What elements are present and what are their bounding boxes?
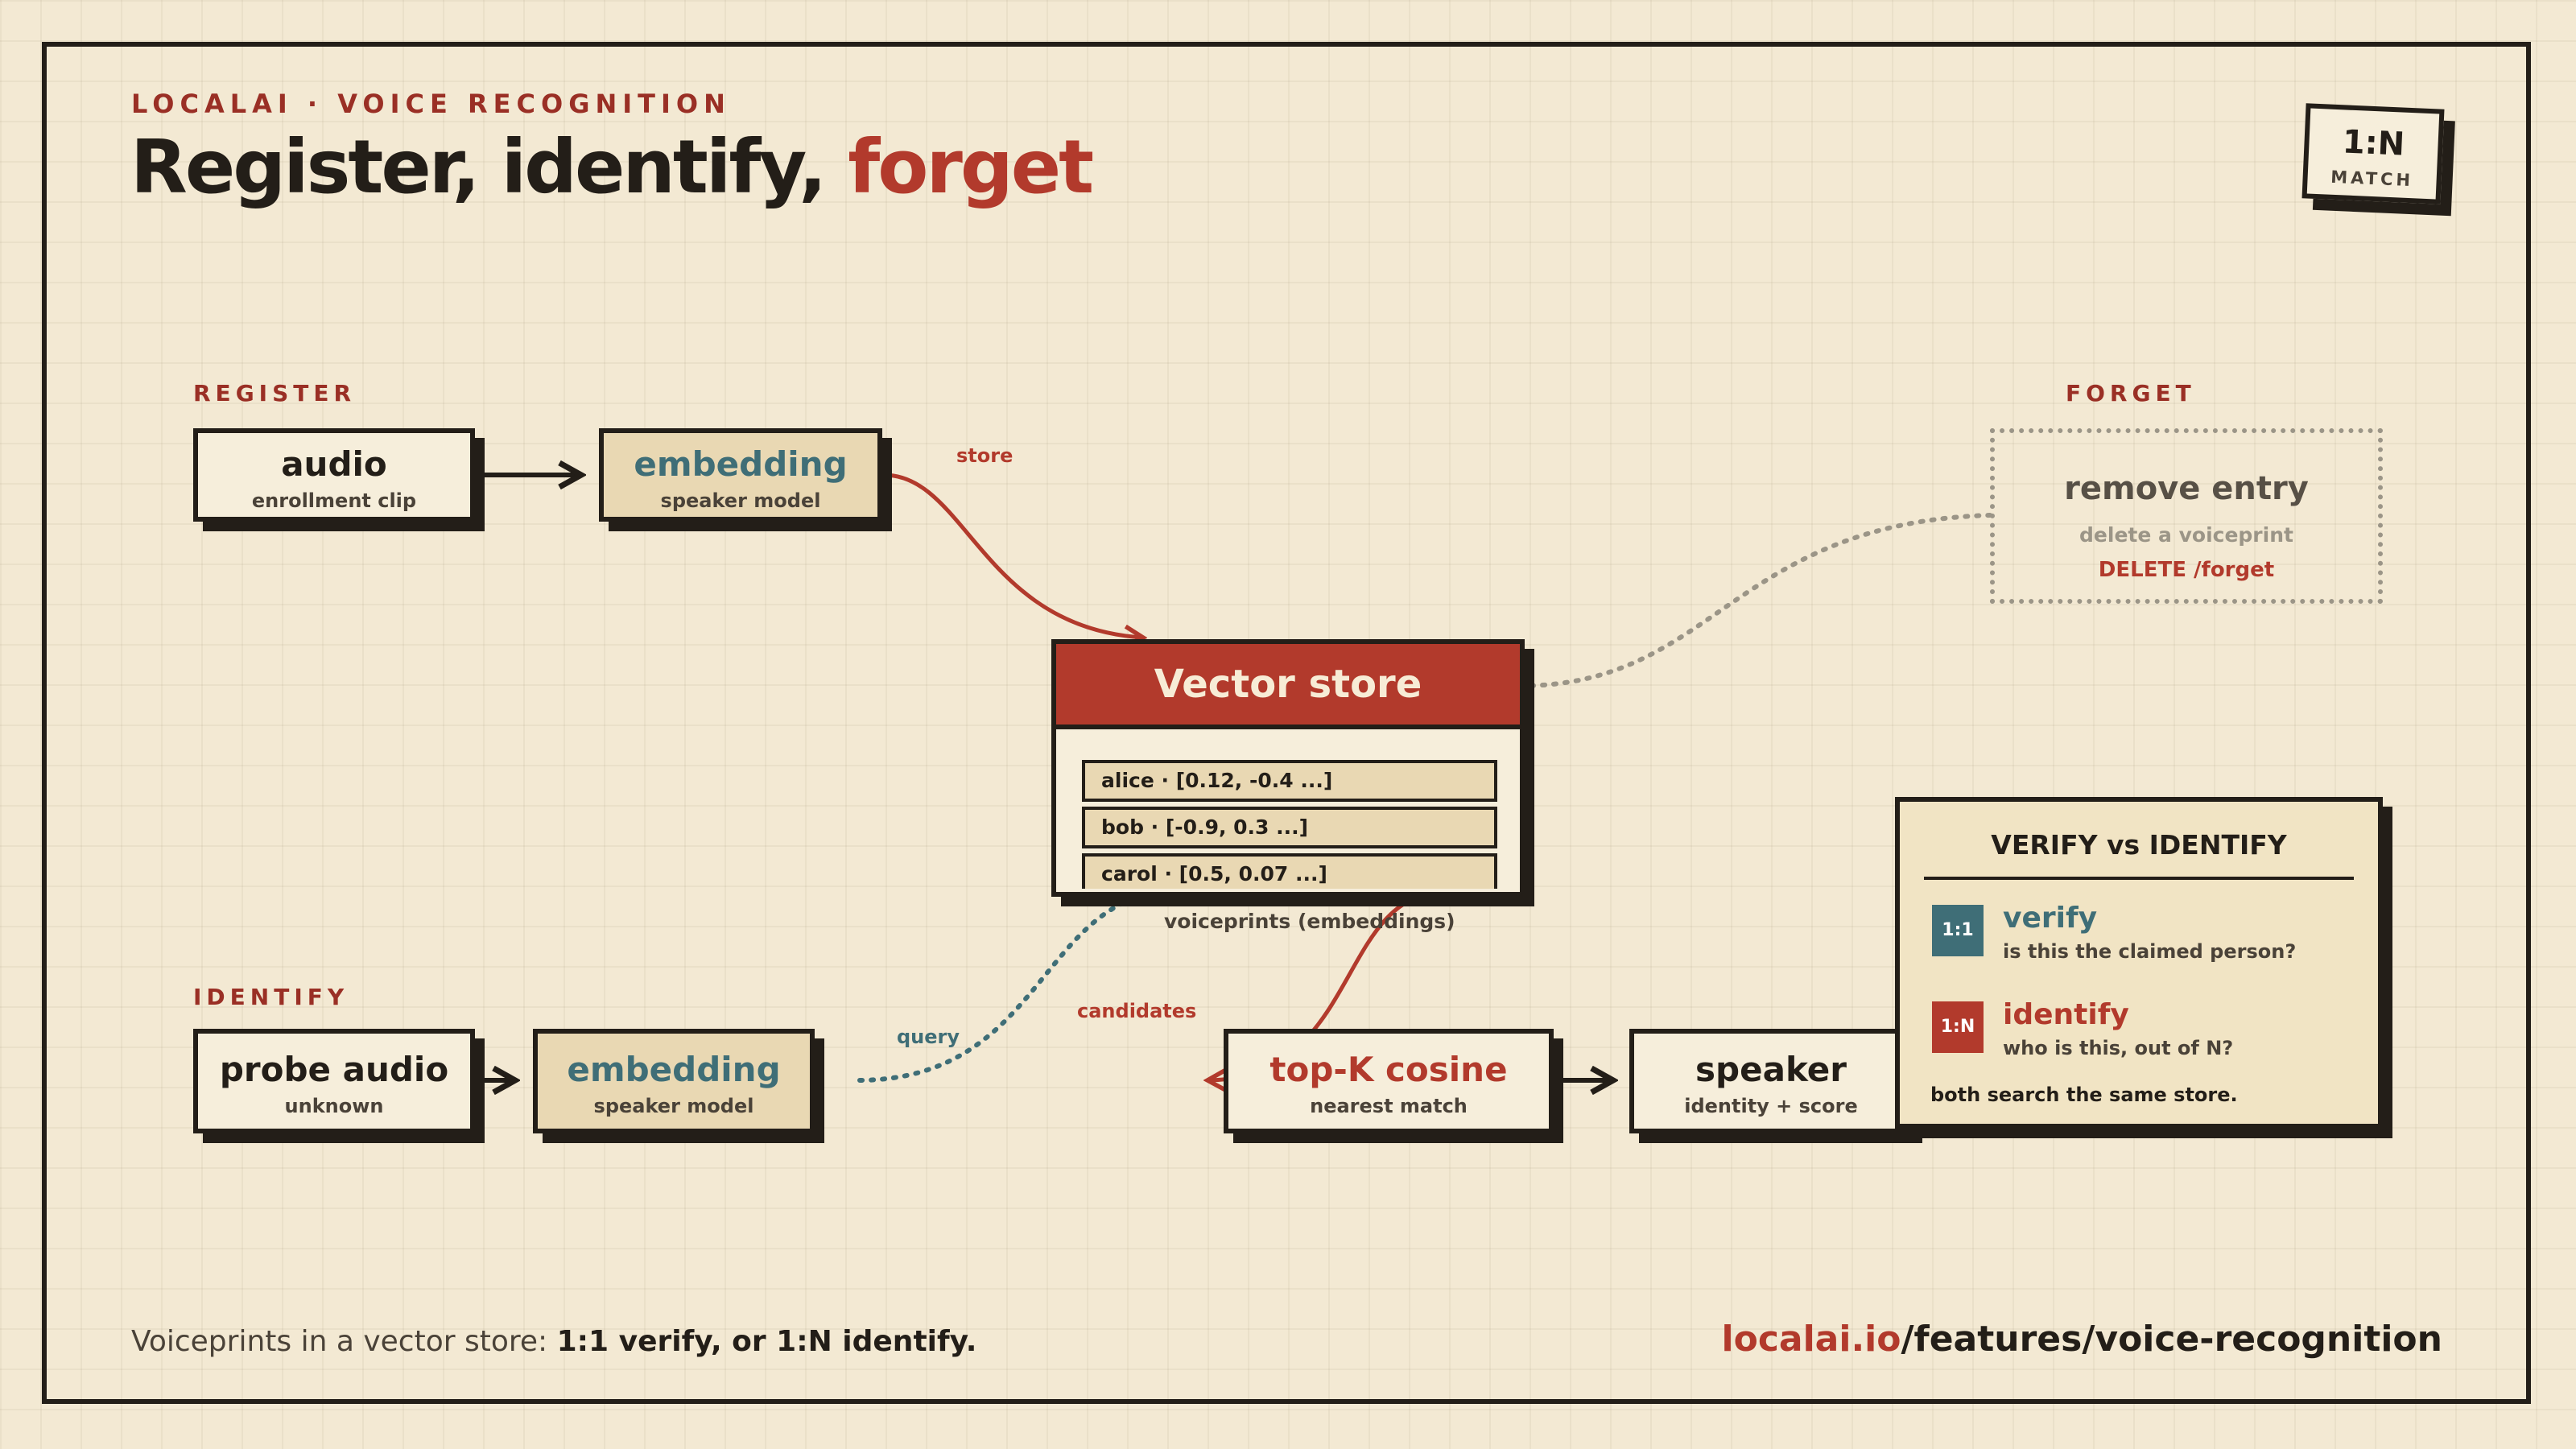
outer-frame xyxy=(42,42,2531,1404)
legend-verify-desc: is this the claimed person? xyxy=(2003,940,2297,963)
topk-title: top-K cosine xyxy=(1269,1050,1508,1089)
register-audio-sub: enrollment clip xyxy=(251,489,417,512)
title-main: Register, identify, xyxy=(130,124,827,210)
store-caption: voiceprints (embeddings) xyxy=(1164,910,1455,933)
identify-embedding-node: embedding speaker model xyxy=(533,1029,815,1133)
arrow-forget xyxy=(1517,513,1992,688)
title-accent: forget xyxy=(848,124,1094,210)
footer-url-domain: localai.io xyxy=(1721,1319,1901,1360)
legend-identify-tag: 1:N xyxy=(1932,1001,1984,1053)
store-row: carol · [0.5, 0.07 ...] xyxy=(1082,853,1497,889)
forget-title: remove entry xyxy=(2064,470,2309,507)
register-embedding-sub: speaker model xyxy=(660,489,821,512)
forget-label: FORGET xyxy=(2066,380,2196,407)
identify-embedding-sub: speaker model xyxy=(593,1095,754,1117)
identify-label: IDENTIFY xyxy=(193,984,349,1010)
footer-url[interactable]: localai.io/features/voice-recognition xyxy=(1722,1319,2442,1360)
candidates-edge-label: candidates xyxy=(1077,1000,1197,1022)
legend-title: VERIFY vs IDENTIFY xyxy=(1991,829,2287,861)
footer-tagline: Voiceprints in a vector store: 1:1 verif… xyxy=(131,1325,977,1358)
arrow-store xyxy=(883,473,1143,638)
register-audio-title: audio xyxy=(281,444,387,484)
register-embedding-title: embedding xyxy=(634,444,848,484)
store-edge-label: store xyxy=(956,444,1013,467)
topk-sub: nearest match xyxy=(1310,1095,1468,1117)
probe-audio-sub: unknown xyxy=(284,1095,384,1117)
probe-audio-title: probe audio xyxy=(219,1050,449,1089)
vector-store-title: Vector store xyxy=(1056,644,1520,729)
identify-embedding-title: embedding xyxy=(567,1050,781,1089)
footer-tagline-plain: Voiceprints in a vector store: xyxy=(131,1325,557,1358)
legend-divider xyxy=(1924,877,2354,880)
arrow-query xyxy=(857,890,1177,1083)
store-row: alice · [0.12, -0.4 ...] xyxy=(1082,760,1497,802)
topk-node: top-K cosine nearest match xyxy=(1224,1029,1554,1133)
register-audio-node: audio enrollment clip xyxy=(193,428,475,522)
vector-store: Vector store alice · [0.12, -0.4 ...] bo… xyxy=(1051,639,1525,897)
verify-identify-legend: VERIFY vs IDENTIFY 1:1 verify is this th… xyxy=(1895,797,2383,1129)
probe-audio-node: probe audio unknown xyxy=(193,1029,475,1133)
legend-identify-desc: who is this, out of N? xyxy=(2003,1037,2234,1059)
store-row: bob · [-0.9, 0.3 ...] xyxy=(1082,807,1497,848)
footer-tagline-bold: 1:1 verify, or 1:N identify. xyxy=(556,1325,977,1358)
legend-verify-tag: 1:1 xyxy=(1932,905,1984,956)
register-embedding-node: embedding speaker model xyxy=(599,428,882,522)
query-edge-label: query xyxy=(897,1026,960,1048)
forget-sub: delete a voiceprint xyxy=(2079,523,2293,547)
speaker-sub: identity + score xyxy=(1684,1095,1858,1117)
speaker-title: speaker xyxy=(1695,1050,1847,1089)
page-title: Register, identify, forget xyxy=(130,130,1094,204)
footer-url-path: /features/voice-recognition xyxy=(1901,1319,2442,1360)
legend-verify-name: verify xyxy=(2003,902,2098,935)
legend-identify-name: identify xyxy=(2003,998,2129,1031)
speaker-node: speaker identity + score xyxy=(1629,1029,1913,1133)
header-kicker: LOCALAI · VOICE RECOGNITION xyxy=(131,89,731,119)
forget-node: remove entry delete a voiceprint DELETE … xyxy=(1990,428,2383,604)
forget-endpoint: DELETE /forget xyxy=(2098,558,2275,582)
legend-note: both search the same store. xyxy=(1930,1084,2238,1106)
register-label: REGISTER xyxy=(193,380,357,407)
